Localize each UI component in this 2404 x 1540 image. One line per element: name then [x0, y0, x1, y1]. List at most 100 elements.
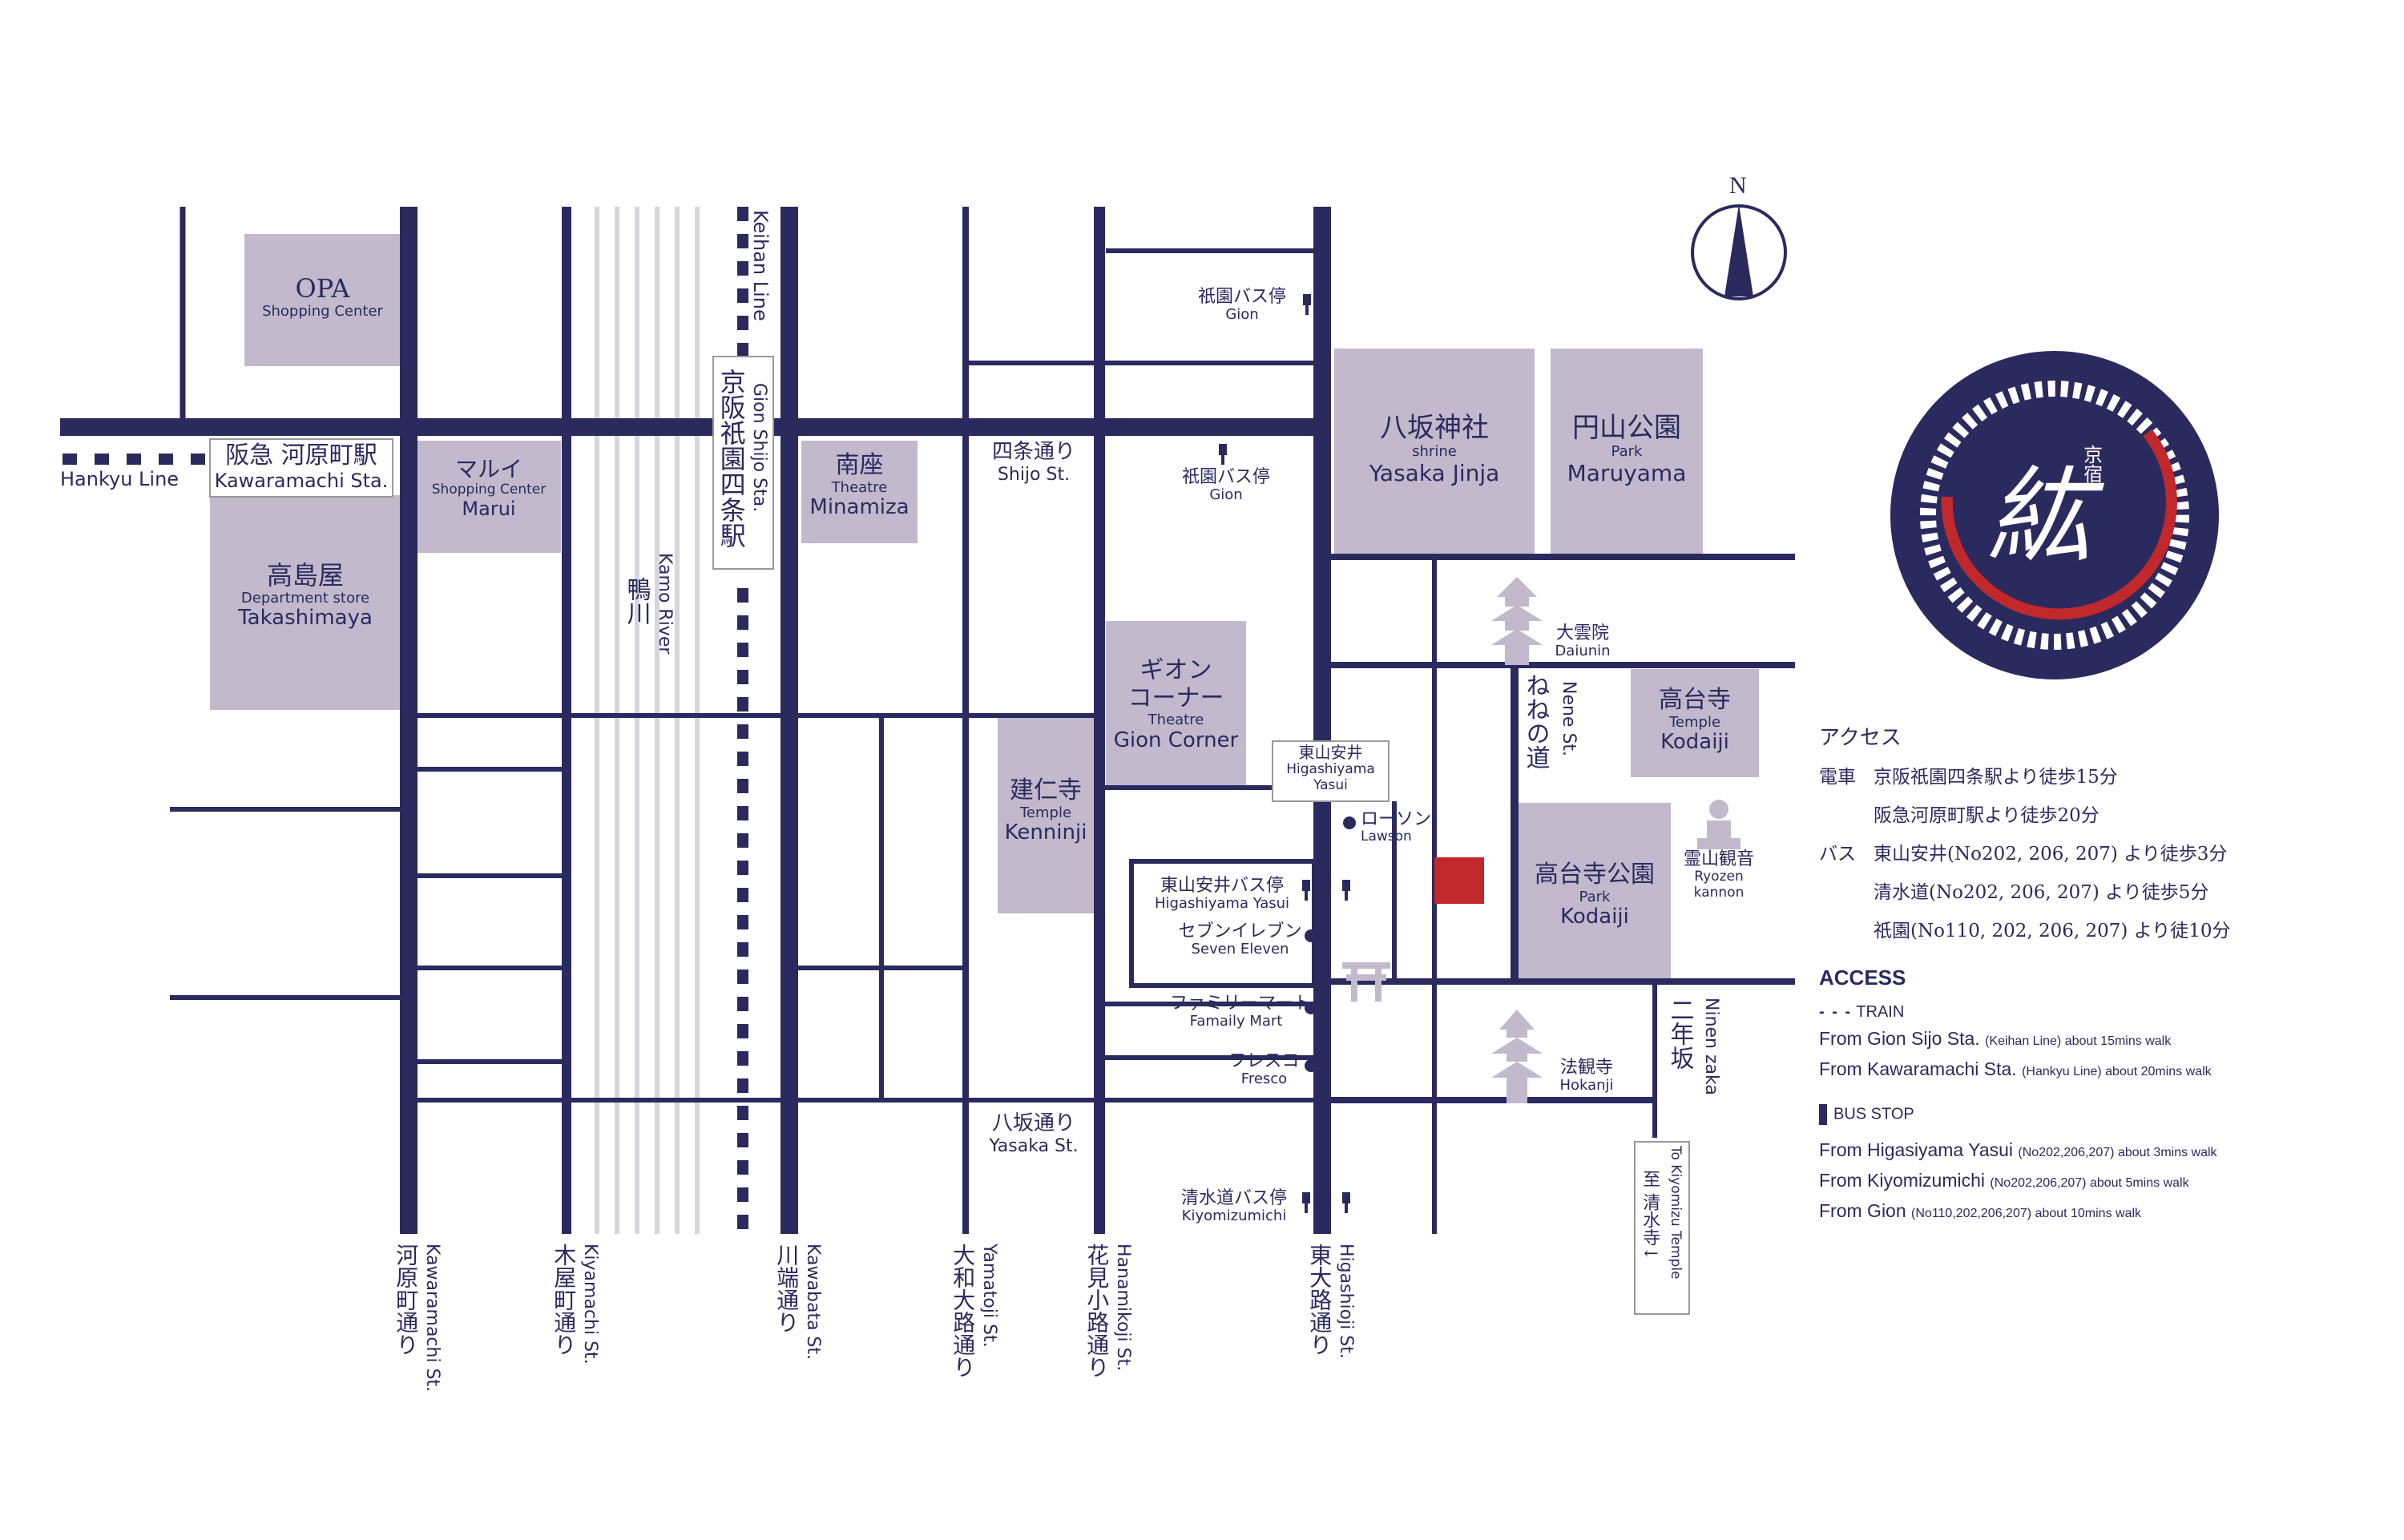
access-bus2: From Kiyomizumichi (No202,206,207) about…: [1819, 1170, 2189, 1191]
kawabata-street-jp: 川端通り: [773, 1244, 801, 1333]
keihan-dash: [737, 207, 748, 221]
kodaiji-block: [1631, 669, 1759, 777]
higashiyama-bus-jp: 東山安井バス停: [1160, 876, 1284, 896]
kawaramachi-station-en: Kawaramachi Sta.: [214, 469, 389, 492]
minamiza-jp: 南座: [835, 451, 884, 479]
nene-street-jp: ねねの道: [1521, 673, 1550, 769]
access-jp-bus1: 東山安井(No202, 206, 207) より徒歩3分: [1874, 844, 2228, 865]
keihan-dash: [737, 316, 748, 330]
kodaiji-park-label: 高台寺公園 Park Kodaiji: [1519, 861, 1671, 929]
maruyama-jp: 円山公園: [1572, 412, 1681, 444]
yasaka-jp: 八坂神社: [1380, 412, 1489, 444]
access-jp-bus2: 清水道(No202, 206, 207) より徒歩5分: [1874, 882, 2209, 903]
kodaiji-label: 高台寺 Temple Kodaiji: [1631, 686, 1759, 755]
fresco-label: フレスコ Fresco: [1226, 1051, 1302, 1088]
gion-corner-jp2: コーナー: [1127, 683, 1224, 712]
daiunin-label: 大雲院 Daiunin: [1543, 623, 1623, 660]
access-jp-bus-label: バス: [1819, 844, 1856, 865]
ninen-street-jp: 二年坂: [1665, 998, 1694, 1070]
gion-shijo-station-box: [712, 356, 774, 570]
keihan-dash: [737, 970, 748, 984]
access-train2: From Kawaramachi Sta. (Hankyu Line) abou…: [1819, 1058, 2212, 1080]
keihan-dash: [737, 779, 748, 793]
hanamikoji-street-jp: 花見小路通り: [1083, 1244, 1111, 1378]
keihan-dash: [737, 288, 748, 303]
higashiyama-yasui-en1: Higashiyama: [1286, 761, 1375, 777]
keihan-dash: [737, 1024, 748, 1038]
kiyomizu-bus-en: Kiyomizumichi: [1181, 1207, 1287, 1225]
marui-jp: マルイ: [454, 456, 522, 482]
access-jp-bus3: 祇園(No110, 202, 206, 207) より徒10分: [1874, 921, 2231, 941]
kiyomizu-temple-en: To Kiyomizu Temple: [1668, 1146, 1684, 1280]
daiunin-jp: 大雲院: [1555, 623, 1609, 643]
yamatoji-street-jp: 大和大路通り: [950, 1244, 977, 1378]
keihan-dash: [737, 670, 748, 684]
keihan-line: [737, 207, 748, 1229]
access-bus3-a: From Gion: [1819, 1200, 1906, 1221]
seven-jp: セブンイレブン: [1178, 921, 1302, 941]
shijo-street-label: 四条通り Shijo St.: [970, 440, 1098, 485]
higashioji-street-en: Higashioji St.: [1336, 1244, 1356, 1359]
logo-title: 京宿: [2079, 445, 2103, 483]
torii-gate-icon: [1342, 962, 1390, 1002]
access-jp-train-label: 電車: [1819, 767, 1856, 788]
kiyomizu-bus-stop-label: 清水道バス停 Kiyomizumichi: [1170, 1188, 1298, 1225]
seven-en: Seven Eleven: [1191, 941, 1289, 958]
ryozen-jp: 霊山観音: [1683, 849, 1754, 869]
access-bus3-b: (No110,202,206,207) about 10mins walk: [1911, 1207, 2142, 1220]
marui-sub: Shopping Center: [431, 482, 547, 498]
keihan-dash: [737, 752, 748, 766]
maruyama-en: Maruyama: [1567, 459, 1687, 486]
kodaiji-sub: Temple: [1668, 713, 1721, 731]
kodaiji-en: Kodaiji: [1660, 730, 1729, 755]
kiyamachi-street-en: Kiyamachi St.: [580, 1244, 600, 1365]
access-train1-b: (Keihan Line) about 15mins walk: [1985, 1034, 2172, 1048]
kodaiji-park-block: [1519, 803, 1671, 983]
takashimaya-jp: 高島屋: [266, 560, 344, 591]
access-bus2-b: (No202,206,207) about 5mins walk: [1990, 1176, 2189, 1190]
keihan-dash: [737, 615, 748, 630]
keihan-dash: [737, 697, 748, 712]
higashioji-street-jp: 東大路通り: [1306, 1244, 1333, 1356]
kawaramachi-station-label: 阪急 河原町駅 Kawaramachi Sta.: [210, 441, 393, 492]
keihan-dash: [737, 833, 748, 848]
ryokan-logo: [1890, 351, 2219, 679]
hotel-location-marker[interactable]: [1434, 857, 1484, 904]
gion-corner-en: Gion Corner: [1113, 728, 1239, 752]
kawaramachi-street-jp: 河原町通り: [393, 1244, 420, 1356]
takashimaya-en: Takashimaya: [238, 606, 373, 631]
yamatoji-street-en: Yamatoji St.: [979, 1244, 999, 1348]
access-train1-a: From Gion Sijo Sta.: [1819, 1028, 1980, 1049]
opa-name: OPA: [295, 273, 350, 304]
keihan-dash: [737, 1078, 748, 1093]
kiyomizu-temple-box: [1634, 1141, 1690, 1315]
marui-label: マルイ Shopping Center Marui: [417, 456, 561, 520]
keihan-dash: [737, 861, 748, 875]
keihan-dash: [737, 1051, 748, 1066]
landmark-blocks: [210, 234, 1759, 983]
access-jp-title: アクセス: [1819, 726, 1902, 750]
hokanji-label: 法観寺 Hokanji: [1547, 1058, 1627, 1095]
ninen-street-en: Ninen zaka: [1701, 998, 1721, 1095]
higashiyama-yasui-en2: Yasui: [1313, 776, 1348, 793]
gion-n-jp: 祇園バス停: [1197, 287, 1286, 307]
keihan-dash: [737, 942, 748, 957]
access-jp-train1: 京阪祇園四条駅より徒歩15分: [1874, 767, 2118, 788]
kenninji-sub: Temple: [1019, 804, 1072, 821]
maruyama-label: 円山公園 Park Maruyama: [1551, 412, 1703, 486]
ryozen-en2: kannon: [1693, 884, 1745, 901]
north-compass-icon: [1691, 204, 1787, 300]
gion-s-en: Gion: [1209, 486, 1243, 504]
gion-s-jp: 祇園バス停: [1181, 467, 1270, 487]
yasaka-street-en: Yasaka St.: [989, 1135, 1079, 1156]
keihan-dash: [737, 261, 748, 276]
store-dots: [1305, 816, 1356, 1072]
yasaka-street-label: 八坂通り Yasaka St.: [970, 1111, 1098, 1156]
gion-corner-label: ギオン コーナー Theatre Gion Corner: [1106, 656, 1246, 753]
minamiza-block: [801, 441, 918, 543]
kodaiji-park-sub: Park: [1579, 888, 1611, 905]
gion-corner-block: [1106, 621, 1246, 785]
gion-shijo-station-jp: 京阪祇園四条駅: [716, 369, 747, 548]
access-jp-train2: 阪急河原町駅より徒歩20分: [1874, 805, 2099, 826]
minamiza-en: Minamiza: [809, 495, 910, 520]
